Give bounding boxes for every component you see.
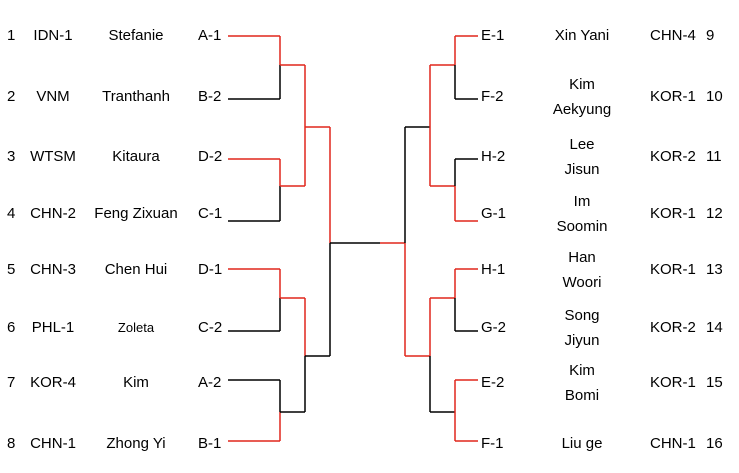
country-code: PHL-1 bbox=[31, 319, 75, 336]
country-code: KOR-4 bbox=[30, 374, 76, 391]
seed-number: 16 bbox=[706, 435, 723, 452]
group-rank: E-1 bbox=[481, 27, 505, 44]
player-name: Feng Zixuan bbox=[94, 205, 178, 222]
group-rank: H-2 bbox=[481, 148, 506, 165]
seed-number: 3 bbox=[7, 148, 16, 165]
seed-number: 8 bbox=[7, 435, 16, 452]
group-rank: F-2 bbox=[481, 88, 504, 105]
country-code: KOR-1 bbox=[650, 88, 696, 105]
group-rank: G-2 bbox=[481, 319, 507, 336]
seed-number: 10 bbox=[706, 88, 723, 105]
seed-number: 11 bbox=[706, 148, 722, 165]
group-rank: D-1 bbox=[198, 261, 223, 278]
group-rank: D-2 bbox=[198, 148, 223, 165]
country-code: KOR-2 bbox=[650, 319, 696, 336]
player-name: Kim bbox=[123, 374, 149, 391]
player-name: Zhong Yi bbox=[106, 435, 166, 452]
country-code: KOR-1 bbox=[650, 374, 696, 391]
player-name: Chen Hui bbox=[104, 261, 168, 278]
group-rank: C-1 bbox=[198, 205, 223, 222]
seed-number: 5 bbox=[7, 261, 16, 278]
country-code: KOR-2 bbox=[650, 148, 696, 165]
country-code: KOR-1 bbox=[650, 205, 696, 222]
seed-number: 4 bbox=[7, 205, 16, 222]
group-rank: C-2 bbox=[198, 319, 223, 336]
country-code: CHN-2 bbox=[30, 205, 76, 222]
player-name: Zoleta bbox=[117, 320, 155, 335]
group-rank: B-2 bbox=[198, 88, 222, 105]
seed-number: 12 bbox=[706, 205, 723, 222]
country-code: IDN-1 bbox=[33, 27, 73, 44]
country-code: VNM bbox=[36, 88, 70, 105]
seed-number: 7 bbox=[7, 374, 16, 391]
seed-number: 15 bbox=[706, 374, 723, 391]
country-code: WTSM bbox=[30, 148, 76, 165]
player-name: Kitaura bbox=[112, 148, 160, 165]
group-rank: B-1 bbox=[198, 435, 222, 452]
seed-number: 13 bbox=[706, 261, 723, 278]
player-name: Xin Yani bbox=[554, 27, 610, 44]
player-name: Tranthanh bbox=[102, 88, 170, 105]
seed-number: 14 bbox=[706, 319, 723, 336]
country-code: KOR-1 bbox=[650, 261, 696, 278]
country-code: CHN-1 bbox=[30, 435, 76, 452]
seed-number: 9 bbox=[706, 27, 715, 44]
country-code: CHN-3 bbox=[30, 261, 76, 278]
group-rank: G-1 bbox=[481, 205, 507, 222]
country-code: CHN-1 bbox=[650, 435, 696, 452]
seed-number: 6 bbox=[7, 319, 16, 336]
player-name: Stefanie bbox=[108, 27, 164, 44]
group-rank: H-1 bbox=[481, 261, 506, 278]
seed-number: 1 bbox=[7, 27, 16, 44]
group-rank: A-2 bbox=[198, 374, 222, 391]
player-name: Liu ge bbox=[561, 435, 603, 452]
seed-number: 2 bbox=[7, 88, 16, 105]
group-rank: F-1 bbox=[481, 435, 504, 452]
group-rank: E-2 bbox=[481, 374, 505, 391]
country-code: CHN-4 bbox=[650, 27, 696, 44]
group-rank: A-1 bbox=[198, 27, 222, 44]
